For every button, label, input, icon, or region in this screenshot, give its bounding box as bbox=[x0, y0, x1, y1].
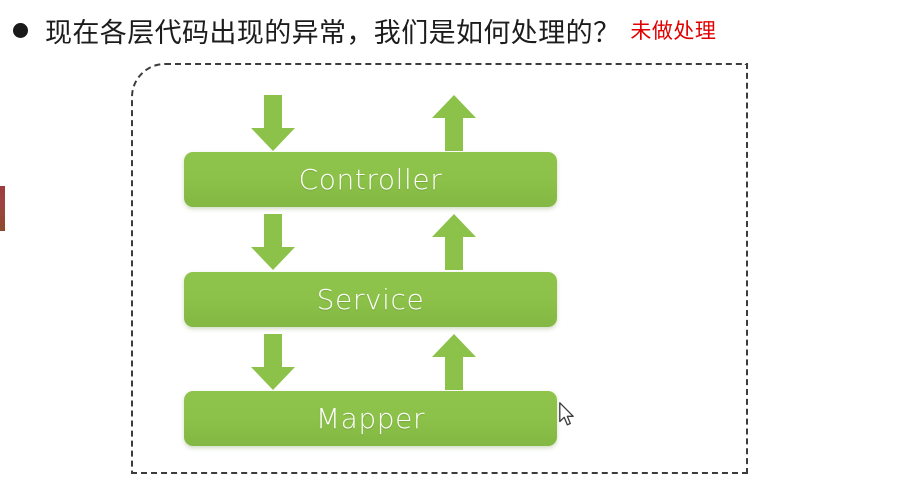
left-edge-marker bbox=[0, 186, 5, 231]
arrow-up-from-controller bbox=[432, 95, 476, 151]
diagram-container bbox=[131, 63, 748, 474]
arrow-up-from-service bbox=[432, 214, 476, 270]
layer-label-mapper: Mapper bbox=[315, 402, 426, 435]
layer-box-controller[interactable]: Controller bbox=[184, 152, 557, 207]
page-title: 现在各层代码出现的异常，我们是如何处理的？ 未做处理 bbox=[0, 8, 909, 52]
page-title-emphasis: 未做处理 bbox=[630, 19, 717, 43]
layer-label-service: Service bbox=[316, 283, 425, 316]
page-title-text: 现在各层代码出现的异常，我们是如何处理的？ bbox=[45, 17, 621, 49]
arrow-down-to-service bbox=[251, 214, 295, 270]
arrow-down-to-mapper bbox=[251, 334, 295, 390]
layer-label-controller: Controller bbox=[298, 163, 443, 196]
arrow-down-to-controller bbox=[251, 95, 295, 151]
layer-box-service[interactable]: Service bbox=[184, 272, 557, 327]
layer-box-mapper[interactable]: Mapper bbox=[184, 391, 557, 446]
bullet-icon bbox=[13, 22, 28, 38]
arrow-up-from-mapper bbox=[432, 334, 476, 390]
